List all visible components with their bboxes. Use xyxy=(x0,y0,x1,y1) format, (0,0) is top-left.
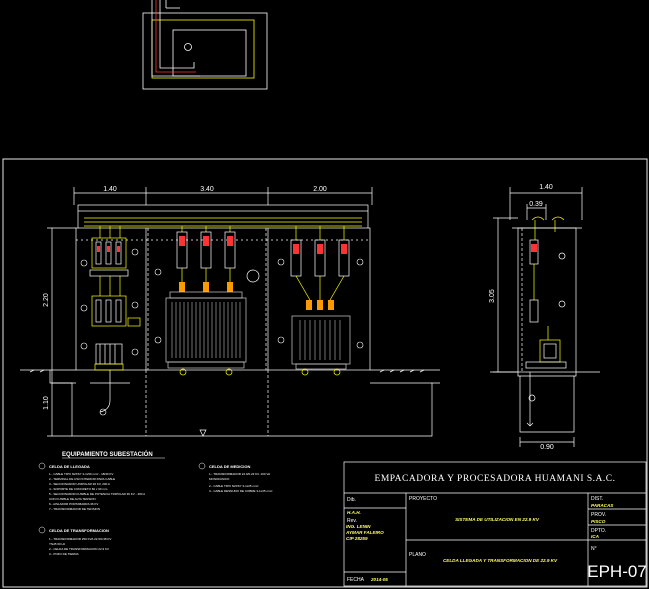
sheet-number: EPH-07 xyxy=(587,562,647,581)
legend-1-line-4: 4.- SOPORTE DE CONCRETO 60 x 60 mm xyxy=(49,487,108,491)
transformer-cell-1 xyxy=(165,226,260,376)
proyecto-label: PROYECTO xyxy=(409,496,437,502)
prov-value: PISCO xyxy=(591,519,606,524)
dim-top-1: 1.40 xyxy=(103,186,117,193)
legend-section-1: CELDA DE LLEGADA xyxy=(49,464,90,469)
legend-section-2: CELDA DE TRANSFORMACION xyxy=(49,528,109,533)
legend-section-3: CELDA DE MEDICION xyxy=(209,464,251,469)
legend-3-line-1: 1.- TRANSFORMADOR 22.9/0.23 KV, 100 VA xyxy=(209,472,270,476)
dib-label: Dib. xyxy=(347,497,356,503)
dim-top-3: 2.00 xyxy=(313,186,327,193)
company-name: EMPACADORA Y PROCESADORA HUAMANI S.A.C. xyxy=(375,474,616,484)
transformer-cell-2 xyxy=(290,226,351,376)
side-equipment xyxy=(525,216,567,369)
legend-1-line-6: CON FUSIBLE DE ALTA TENSION xyxy=(49,497,96,501)
key-plan xyxy=(142,0,268,90)
plano-value: CELDA LLEGADA Y TRANSFORMACION DE 22.9 K… xyxy=(442,558,558,563)
incoming-cell-equipment xyxy=(89,226,141,413)
legend-3-line-2: MONOFASICO xyxy=(209,477,230,481)
legend-2-line-4: 3.- POZO DE TIERRA xyxy=(49,552,79,556)
legend-1-line-3: 3.- SECCIONADOR UNIPOLAR 36 KV, 200 A xyxy=(49,482,110,486)
legend-1-line-5: 5.- SECCIONADOR FUSIBLE DE POTENCIA TRIP… xyxy=(49,492,145,496)
legend-title: EQUIPAMIENTO SUBESTACIÓN xyxy=(62,450,153,458)
plano-value-box: CELDA LLEGADA Y TRANSFORMACION DE 22.9 K… xyxy=(442,558,558,563)
legend-1-line-7: 6.- AISLADOR PORTABARRA 36 KV xyxy=(49,502,98,506)
no-label: N° xyxy=(591,546,597,552)
fecha-label: FECHA xyxy=(347,577,365,583)
dim-side-bottom: 0.90 xyxy=(540,444,554,451)
dim-side-height: 3.05 xyxy=(489,289,496,303)
reference-markers xyxy=(80,248,364,416)
dib-value: H.A.H. xyxy=(347,510,361,515)
dim-height: 2.20 xyxy=(43,293,50,307)
sheet-frame xyxy=(2,158,648,588)
rev-label: Rev. xyxy=(347,518,357,524)
legend-1-line-2: 2.- TERMINAL DE USO INTERIOR PARA CABLE xyxy=(49,477,115,481)
dpto-label: DPTO. xyxy=(591,528,606,534)
legend-3-line-3: 2.- CABLE TIPO N2XSY 3-1x25 mm² xyxy=(209,484,258,488)
dist-label: DIST. xyxy=(591,496,603,502)
legend-1-line-1: 1.- CABLE TIPO N2XSY 3-1x50 mm² - 18/30 … xyxy=(49,472,113,476)
prov-label: PROV. xyxy=(591,512,606,518)
front-elevation xyxy=(20,187,440,437)
dim-depth: 1.10 xyxy=(43,396,50,410)
rev-value: ING. LENIN AYMAR FALEIRO CIP 28259 xyxy=(346,524,384,541)
fecha-value: 2014-05 xyxy=(370,577,388,582)
side-elevation xyxy=(490,187,600,447)
rev-value-box: ING. LENIN AYMAR FALEIRO CIP 28259 xyxy=(346,524,384,541)
legend-2-line-1: 1.- TRANSFORMADOR 250 KVA 22.9/0.38 KV xyxy=(49,537,111,541)
legend: EQUIPAMIENTO SUBESTACIÓN CELDA DE LLEGAD… xyxy=(38,450,272,556)
dim-side-width: 1.40 xyxy=(539,184,553,191)
dim-top-2: 3.40 xyxy=(200,186,214,193)
legend-2-line-3: 2.- CELDA DE TRANSFORMACION 22.9 KV xyxy=(49,547,109,551)
dim-side-inner: 0.39 xyxy=(529,201,543,208)
plano-label: PLANO xyxy=(409,552,426,558)
dist-value: PARACAS xyxy=(591,503,614,508)
legend-1-line-8: 7.- TRANSFORMADOR DE TENSION xyxy=(49,507,100,511)
title-block xyxy=(343,461,647,587)
proyecto-value: SISTEMA DE UTILIZACION EN 22.9 KV xyxy=(455,517,540,522)
legend-3-line-4: 3.- CABLE DESNUDO DE COBRE 3-1x35 mm² xyxy=(209,489,272,493)
legend-2-line-2: YNd5 60 Hz xyxy=(49,542,66,546)
dpto-value: ICA xyxy=(591,534,599,539)
